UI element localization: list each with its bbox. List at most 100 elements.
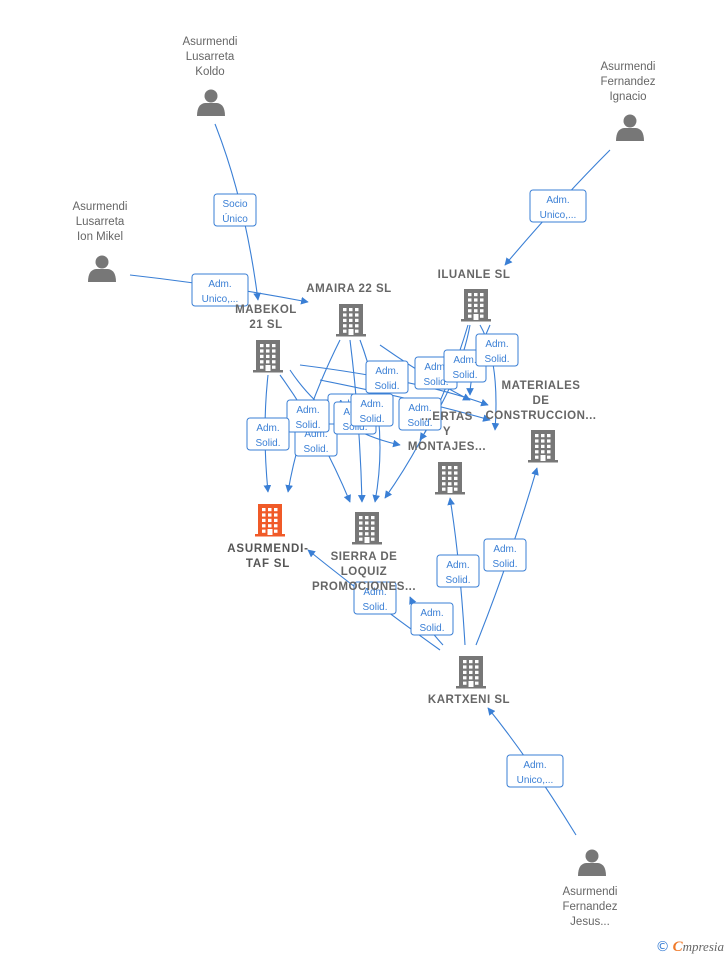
company-name: KARTXENI SL	[428, 694, 510, 706]
person-name: Fernandez	[601, 76, 656, 88]
company-node-kartxeni[interactable]: KARTXENI SL	[428, 656, 510, 706]
company-name: ...ERTAS	[421, 411, 473, 423]
building-icon	[456, 656, 486, 689]
copyright-icon: ©	[655, 939, 670, 955]
edge-role-text: Único	[222, 212, 248, 225]
edge-role-text: Adm.	[523, 760, 546, 771]
company-node-puertas[interactable]: ...ERTAS Y MONTAJES...	[408, 411, 486, 495]
edge-role-text: Adm.	[296, 405, 319, 416]
company-name: PROMOCIONES...	[312, 581, 416, 593]
edge-role-text: Adm.	[363, 587, 386, 598]
edge-role-text: Solid.	[407, 418, 432, 429]
company-node-asurmendi_taf[interactable]: ASURMENDI- TAF SL	[227, 504, 308, 570]
company-node-mabekol[interactable]: MABEKOL 21 SL	[235, 304, 297, 373]
company-name: Y	[443, 426, 451, 438]
edge-role-box	[191, 273, 249, 307]
person-name: Asurmendi	[563, 886, 618, 898]
brand-initial: C	[672, 939, 683, 955]
edge-role-label[interactable]: Adm. Solid.	[353, 581, 397, 615]
person-icon	[197, 89, 225, 116]
person-name: Asurmendi	[601, 61, 656, 73]
edge-role-box	[529, 189, 587, 223]
company-node-materiales[interactable]: MATERIALES DE CONSTRUCCION...	[486, 380, 597, 463]
edge-role-label[interactable]: Adm. Unico,...	[506, 754, 564, 788]
brand-name: mpresia	[682, 939, 724, 954]
company-node-sierra[interactable]: SIERRA DE LOQUIZ PROMOCIONES...	[312, 512, 416, 593]
company-name: ILUANLE SL	[438, 269, 511, 281]
edge-role-label[interactable]: Adm. Solid.	[475, 333, 519, 367]
company-name: SIERRA DE	[331, 551, 398, 563]
person-icon	[578, 849, 606, 876]
company-node-iluanle[interactable]: ILUANLE SL	[438, 269, 511, 322]
edge-role-text: Adm.	[446, 560, 469, 571]
edge-role-text: Solid.	[445, 575, 470, 586]
edge-role-text: Solid.	[423, 377, 448, 388]
edge-role-box	[483, 538, 527, 572]
edge-role-label[interactable]: Adm.Unico,...	[191, 273, 249, 307]
edge-role-text: Adm.	[256, 423, 279, 434]
company-name: LOQUIZ	[341, 566, 387, 578]
edge-role-label[interactable]: Adm. Solid.	[436, 554, 480, 588]
edge-role-box	[475, 333, 519, 367]
footer-brand: ©Cmpresia	[656, 939, 724, 956]
edge-role-label[interactable]: Adm.Solid.	[483, 538, 527, 572]
edge-role-label[interactable]: Adm.Solid.	[398, 397, 442, 431]
company-name: TAF SL	[246, 558, 290, 570]
edge-role-label[interactable]: Adm. Solid.	[365, 360, 409, 394]
company-name: MATERIALES	[502, 380, 581, 392]
edge-role-box	[213, 193, 257, 227]
edge-role-text: Adm.	[453, 355, 476, 366]
company-name: DE	[533, 395, 550, 407]
edge-role-text: Solid.	[359, 414, 384, 425]
edge-role-label[interactable]: Adm.Unico,...	[529, 189, 587, 223]
company-name: AMAIRA 22 SL	[306, 283, 391, 295]
edge-labels-layer: Adm. Solid. Adm. Solid. Adm. Solid. Adm. Solid.…	[191, 189, 587, 788]
edge-role-label[interactable]: Adm.Solid.	[286, 399, 330, 433]
edge-role-box	[410, 602, 454, 636]
person-node-jesus[interactable]: AsurmendiFernandezJesus...	[563, 849, 618, 929]
edge-role-box	[436, 554, 480, 588]
company-name: MABEKOL	[235, 304, 297, 316]
edge-role-label[interactable]: Adm. Solid.	[410, 602, 454, 636]
building-icon	[255, 504, 285, 537]
edge-role-text: Unico,...	[517, 775, 554, 786]
edge-role-text: Socio	[222, 199, 247, 210]
edge-role-text: Solid.	[374, 381, 399, 392]
person-name: Lusarreta	[76, 216, 125, 228]
person-icon	[88, 255, 116, 282]
edge-role-text: Solid.	[342, 422, 367, 433]
person-name: Koldo	[195, 66, 224, 78]
edge-role-text: Adm.	[424, 362, 447, 373]
person-name: Asurmendi	[73, 201, 128, 213]
edge-role-box	[398, 397, 442, 431]
edge-role-text: Solid.	[362, 602, 387, 613]
person-name: Jesus...	[570, 916, 610, 928]
edge-role-text: Adm.	[420, 608, 443, 619]
edge-role-text: Adm.	[546, 195, 569, 206]
person-name: Lusarreta	[186, 51, 235, 63]
building-icon	[461, 289, 491, 322]
edge-role-label[interactable]: Adm.Solid.	[350, 393, 394, 427]
edge-role-text: Unico,...	[202, 294, 239, 305]
edge-role-text: Adm.	[485, 339, 508, 350]
company-name: CONSTRUCCION...	[486, 410, 597, 422]
building-icon	[352, 512, 382, 545]
edge-role-text: Solid.	[419, 623, 444, 634]
edge-role-text: Solid.	[492, 559, 517, 570]
building-icon	[336, 304, 366, 337]
edge-role-label[interactable]: Adm.Solid.	[246, 417, 290, 451]
company-name: MONTAJES...	[408, 441, 486, 453]
person-name: Asurmendi	[183, 36, 238, 48]
edge-role-text: Solid.	[484, 354, 509, 365]
company-name: 21 SL	[249, 319, 282, 331]
edge-role-box	[365, 360, 409, 394]
company-name: ASURMENDI-	[227, 543, 308, 555]
company-node-amaira[interactable]: AMAIRA 22 SL	[306, 283, 391, 337]
edge-role-text: Adm.	[375, 366, 398, 377]
